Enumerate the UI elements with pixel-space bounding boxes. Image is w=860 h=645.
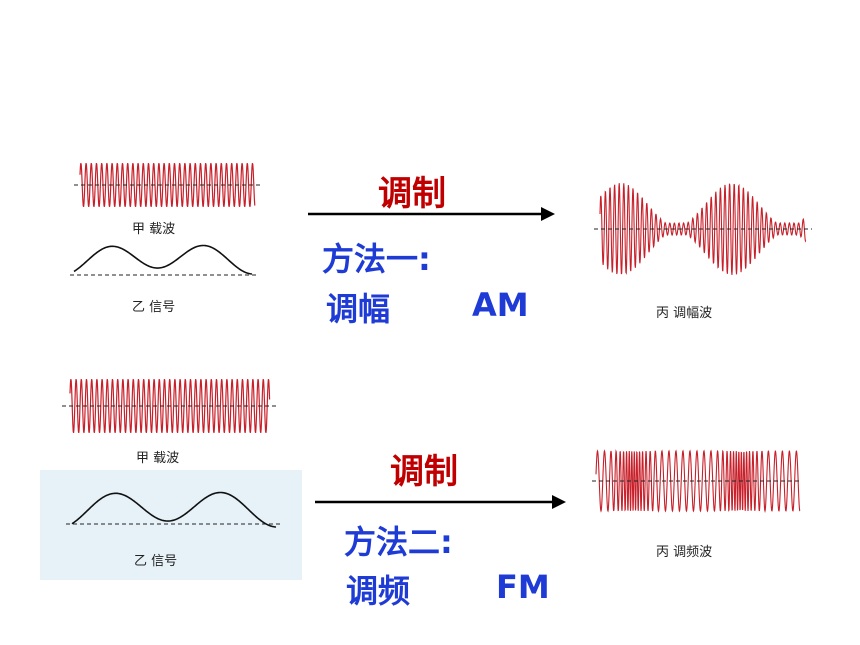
fm-signal-label: 乙 信号: [134, 554, 178, 569]
fm-method-line: 方法二:: [344, 523, 453, 561]
fm-signal-wave: [71, 491, 277, 528]
fm-carrier-wave: [69, 379, 271, 433]
am-carrier-label: 甲 载波: [132, 222, 176, 237]
am-method-line: 方法一:: [322, 240, 431, 278]
am-method-name: 调幅: [326, 290, 391, 328]
am-arrow-head: [541, 207, 555, 221]
am-signal-label: 乙 信号: [132, 300, 176, 315]
am-result-label: 丙 调幅波: [656, 306, 713, 321]
am-signal-wave: [73, 244, 253, 275]
fm-arrow-head: [552, 495, 566, 509]
am-method-abbr: AM: [472, 286, 529, 324]
fm-modulation-title: 调制: [390, 452, 458, 492]
fm-method-name: 调频: [346, 572, 411, 610]
am-modulated-wave: [599, 183, 807, 275]
am-carrier-wave: [79, 162, 256, 208]
fm-modulated-wave: [595, 449, 801, 514]
fm-result-label: 丙 调频波: [656, 545, 713, 560]
fm-carrier-label: 甲 载波: [136, 451, 180, 466]
signal-panel-background: [40, 470, 302, 580]
am-modulation-title: 调制: [378, 174, 446, 214]
fm-method-abbr: FM: [496, 568, 550, 606]
